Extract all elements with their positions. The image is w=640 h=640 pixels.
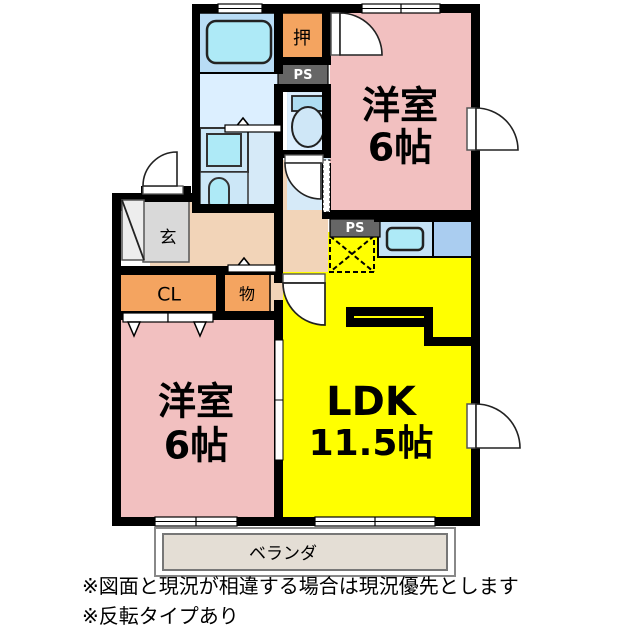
- closet-oshiire-label: 押: [293, 28, 311, 49]
- ps-kitchen-label: PS: [346, 221, 365, 236]
- note-line-1: ※図面と現況が相違する場合は現況優先とします: [82, 574, 519, 598]
- closet-cl: CL: [119, 273, 219, 315]
- balcony-label: ベランダ: [249, 544, 317, 564]
- closet-oshiire: 押: [280, 12, 324, 61]
- openings: [121, 3, 521, 527]
- door-toilet: [284, 154, 324, 200]
- door-hall-upper: [142, 151, 184, 195]
- ldk-label-line2: 11.5帖: [309, 423, 434, 464]
- note-line-2: ※反転タイプあり: [82, 604, 239, 628]
- room-bedroom-south: [119, 318, 282, 526]
- ps-north: PS: [277, 63, 329, 86]
- ldk-label-line1: LDK: [326, 379, 418, 425]
- door-bedroom-north-exterior: [466, 107, 519, 151]
- door-entrance: [121, 199, 145, 261]
- bathtub-fixture: [198, 12, 282, 74]
- bedroom-south-label-line2: 6帖: [164, 424, 228, 468]
- ps-kitchen: PS: [329, 218, 381, 238]
- entrance-genkan: 玄: [160, 228, 177, 248]
- entrance-label: 玄: [160, 228, 177, 248]
- storage-mono: 物: [223, 273, 271, 315]
- washroom-area: [198, 72, 282, 129]
- bedroom-south-label-line1: 洋室: [158, 380, 234, 424]
- door-bedroom-north-entry: [330, 12, 383, 56]
- kitchen-sink-fixture: [377, 220, 474, 258]
- bedroom-north-label-line1: 洋室: [362, 84, 438, 128]
- door-ldk-entry: [282, 273, 326, 326]
- ps-north-label: PS: [294, 68, 313, 83]
- storage-mono-label: 物: [239, 285, 255, 304]
- room-labels: 洋室 6帖 洋室 6帖 LDK 11.5帖: [158, 84, 438, 468]
- door-ldk-exterior: [466, 403, 521, 449]
- closet-cl-label: CL: [157, 284, 181, 306]
- vanity-mirror-fixture: [199, 127, 249, 173]
- bedroom-north-label-line2: 6帖: [368, 126, 432, 170]
- washing-machine-space: [329, 235, 375, 273]
- balcony-area: ベランダ: [154, 527, 456, 577]
